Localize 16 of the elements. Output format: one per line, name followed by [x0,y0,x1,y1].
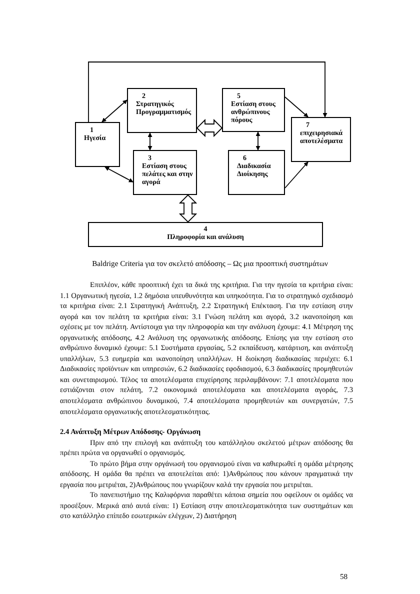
double-arrow [104,166,134,182]
double-arrow [256,132,260,150]
arrow [284,96,308,118]
process-box [88,222,323,247]
double-arrow [102,100,128,122]
process-box [133,150,197,195]
double-block-arrow [196,118,223,138]
double-block-arrow [178,194,198,223]
arrow [88,62,328,122]
process-box [127,88,197,133]
arrow [284,162,308,188]
process-box [222,88,285,132]
double-arrow [148,132,152,150]
process-box [75,122,120,167]
process-box [291,117,351,162]
process-box [228,150,285,195]
